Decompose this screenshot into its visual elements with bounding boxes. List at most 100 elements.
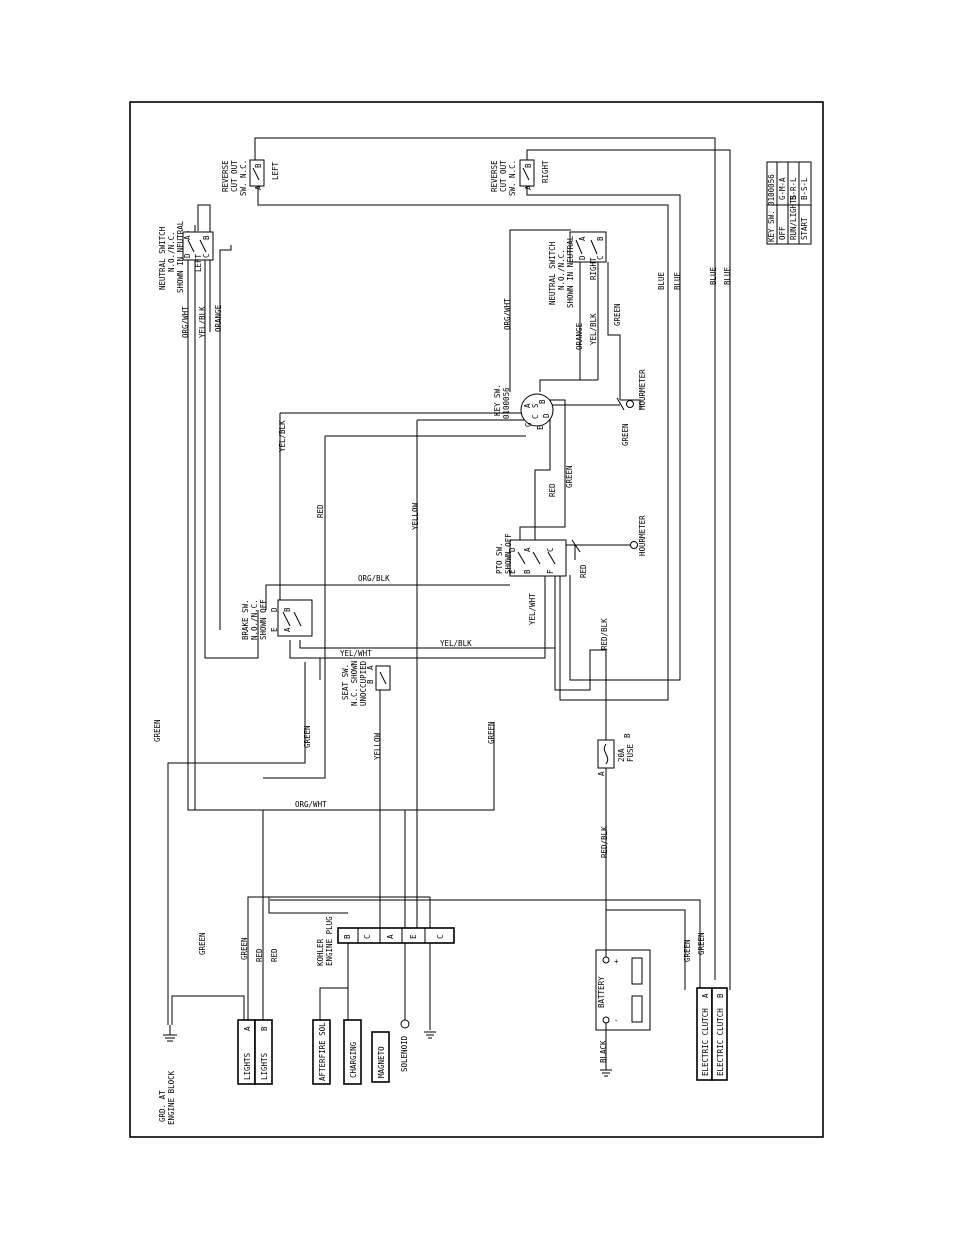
afterfire-label: AFTERFIRE SOL <box>318 1022 327 1081</box>
pto-pin-d: D <box>508 547 517 552</box>
neutral-left-label-3: SHOWN IN NEUTRAL <box>176 220 185 293</box>
brake-label-1: BRAKE SW. <box>241 599 250 640</box>
charging-box <box>343 1019 362 1085</box>
key-pin-c: C <box>531 414 540 419</box>
label-green-f: GREEN <box>565 465 574 488</box>
hourmeter-upper-label: HOURMETER <box>638 369 647 410</box>
clutch-box-b <box>711 987 728 1081</box>
label-redblk-b: RED/BLK <box>600 826 609 858</box>
pto-pin-a: A <box>523 547 532 552</box>
neutral-right-contacts <box>575 239 598 255</box>
afterfire-solenoid: AFTERFIRE SOL <box>312 1019 331 1085</box>
neutral-left-pin-c: C <box>202 253 211 258</box>
wire-yelblk-mid <box>299 575 556 649</box>
wire-network <box>167 137 731 1070</box>
magneto-box <box>371 1031 390 1083</box>
label-blue-d: BLUE <box>723 266 732 285</box>
label-green-a: GREEN <box>153 719 162 742</box>
label-red-d: RED <box>548 483 557 497</box>
reverse-right-label-2: CUT OUT <box>499 160 508 192</box>
label-blue-a: BLUE <box>657 271 666 290</box>
brake-pin-b: B <box>283 607 292 612</box>
label-orgwht-a: ORG/WHT <box>181 306 190 338</box>
wire-yellow <box>416 419 530 930</box>
neutral-left-contacts <box>187 239 207 253</box>
wire-orgwht-2 <box>197 204 211 332</box>
magneto-label: MAGNETO <box>377 1046 386 1078</box>
label-green-e: GREEN <box>487 721 496 744</box>
wire-blue-b <box>254 137 716 980</box>
seat-switch: A B SEAT SW. N.C. SHOWN UNOCCUPIED <box>341 660 391 706</box>
solenoid: SOLENOID <box>400 1019 410 1072</box>
reverse-right-pin-a: A <box>524 185 533 190</box>
pto-switch-box <box>509 539 567 577</box>
label-orgwht-b: ORG/WHT <box>295 800 327 809</box>
wire-blue-a <box>257 165 669 701</box>
lights-box-b <box>254 1019 273 1085</box>
label-yelblk-d: YEL/BLK <box>589 313 598 345</box>
neutral-switch-left: A B D C NEUTRAL SWITCH N.O./N.C. SHOWN I… <box>158 220 214 293</box>
grd-label-2: ENGINE BLOCK <box>167 1070 176 1125</box>
label-red-c: RED <box>316 504 325 518</box>
label-yelwht-b: YEL/WHT <box>528 593 537 625</box>
label-green-h: GREEN <box>621 423 630 446</box>
wire-red-main <box>263 436 326 779</box>
reverse-left-label-3: SW. N.C. <box>239 160 248 196</box>
wire-red-pto <box>574 544 600 560</box>
brake-switch: D E B A BRAKE SW. N.O./N.C. SHOWN OFF <box>241 599 313 640</box>
label-green-c: GREEN <box>240 937 249 960</box>
neutral-right-label-1: NEUTRAL SWITCH <box>548 241 557 305</box>
fuse-pin-a: A <box>597 771 606 776</box>
key-pin-b: B <box>538 399 547 404</box>
label-blue-b: BLUE <box>673 271 682 290</box>
lights-label-b: LIGHTS <box>260 1052 269 1080</box>
key-pin-g: G <box>524 422 533 427</box>
wire-yelwht <box>289 575 546 659</box>
magneto: MAGNETO <box>371 1031 390 1083</box>
wire-labels: GREEN GREEN GREEN GREEN GREEN GREEN GREE… <box>153 266 732 1063</box>
reverse-left-pin-b: B <box>254 163 263 168</box>
ground-symbol-c <box>424 1031 436 1039</box>
seat-label-3: UNOCCUPIED <box>359 660 368 706</box>
kohler-plug-dividers <box>357 928 426 943</box>
label-yellow-a: YELLOW <box>411 502 420 530</box>
label-green-j: GREEN <box>697 932 706 955</box>
key-table-row2-pos: RUN/LIGHTS <box>789 194 798 240</box>
neutral-right-pin-c: C <box>596 255 605 260</box>
brake-pin-d: D <box>270 607 279 612</box>
label-orange-b: ORANGE <box>575 322 584 350</box>
neutral-left-pin-a: A <box>183 235 192 240</box>
brake-label-2: N.O./N.C. <box>250 599 259 640</box>
neutral-right-label-3: SHOWN IN NEUTRAL <box>566 235 575 308</box>
fuse-20a: A B 20A FUSE <box>597 733 635 776</box>
kohler-pin-c2: C <box>436 934 445 939</box>
ground-engine-block: GRD. AT ENGINE BLOCK <box>158 1025 177 1125</box>
hourmeter-lower-label: HOURMETER <box>638 515 647 556</box>
neutral-right-label-2: N.O./N.C. <box>557 249 566 290</box>
key-table-row3-pos: START <box>800 217 809 240</box>
label-yelblk-b: YEL/BLK <box>278 420 287 452</box>
reverse-right-pin-b: B <box>524 163 533 168</box>
key-table-row1-conn: G-M-A <box>778 177 787 200</box>
kohler-pin-a: A <box>386 934 395 939</box>
reverse-left-pin-a: A <box>254 185 263 190</box>
reverse-left-contact <box>252 167 260 181</box>
battery-cell-2 <box>631 995 643 1023</box>
label-green-b: GREEN <box>198 932 207 955</box>
label-yelblk-a: YEL/BLK <box>198 306 207 338</box>
solenoid-label: SOLENOID <box>400 1035 409 1072</box>
reverse-left-side: LEFT <box>271 161 280 180</box>
seat-label-2: N.C. SHOWN <box>350 661 359 706</box>
fuse-element <box>603 743 609 765</box>
reverse-cutout-left: B A REVERSE CUT OUT SW. N.C. LEFT <box>221 159 280 196</box>
label-green-d: GREEN <box>303 725 312 748</box>
key-table-row2-conn: B-R-L <box>789 177 798 200</box>
reverse-left-box <box>249 159 265 187</box>
neutral-right-pin-b: B <box>596 236 605 241</box>
pto-pin-f: F <box>546 569 555 574</box>
key-table-row3-conn: B-S-L <box>800 177 809 200</box>
wire-orgblk <box>265 584 510 610</box>
wire-blue-c <box>526 165 681 681</box>
hourmeter-lower: HOURMETER <box>571 515 647 556</box>
lights-label-a: LIGHTS <box>243 1052 252 1080</box>
